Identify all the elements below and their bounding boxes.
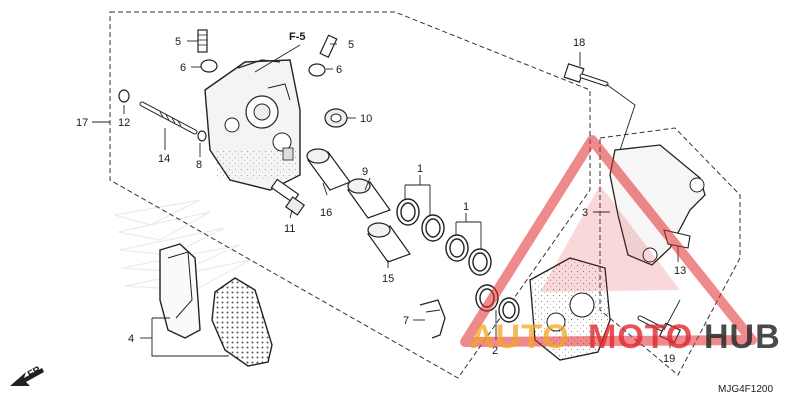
mounting-bolt-18 [563, 63, 609, 87]
callout-5-right: 5 [348, 39, 354, 51]
caliper-outer-half [529, 257, 611, 361]
piston-seal-set-upper [396, 198, 445, 242]
callout-17: 17 [76, 117, 88, 129]
front-direction-arrow: FR. [10, 363, 46, 386]
watermark-auto: AUTO [470, 318, 570, 356]
callout-18: 18 [573, 37, 585, 49]
callout-13: 12 [118, 117, 130, 129]
callout-12: 10 [360, 113, 372, 125]
washer [118, 89, 130, 103]
bleeder-cap-right [308, 63, 326, 77]
bleeder-screw-right [319, 34, 338, 58]
front-direction-label: FR. [26, 363, 46, 381]
watermark-moto: MOTO [588, 318, 693, 356]
callout-1-upper: 1 [417, 163, 423, 175]
brake-pad-rear [211, 277, 273, 367]
watermark-logo: AUTO MOTO HUB [460, 135, 781, 356]
section-reference: F-5 [289, 31, 306, 43]
piston-14 [367, 222, 411, 263]
pad-spring [419, 299, 446, 339]
pin-bolt [139, 101, 198, 135]
pad-pin-bolt [270, 178, 306, 216]
callout-5-left: 5 [175, 36, 181, 48]
dust-boot [324, 108, 348, 128]
small-bolt [197, 130, 207, 142]
callout-4: 4 [128, 333, 134, 345]
caliper-bracket [609, 144, 706, 266]
watermark-hub: HUB [704, 318, 781, 356]
bleeder-cap-left [200, 59, 218, 73]
callout-16: 16 [320, 207, 332, 219]
callout-7: 7 [403, 315, 409, 327]
callout-19: 19 [663, 353, 675, 365]
callout-labels: 5 6 5 6 12 17 14 8 10 9 16 11 15 1 1 7 2… [76, 31, 773, 395]
callout-6-right: 6 [336, 64, 342, 76]
drawing-code: MJG4F1200 [718, 384, 773, 395]
callout-1-lower: 1 [463, 201, 469, 213]
callout-15: 14 [158, 153, 170, 165]
callout-14: 15 [382, 273, 394, 285]
callout-11: 11 [284, 223, 295, 235]
callout-8: 8 [196, 159, 202, 171]
callout-6-left: 6 [180, 62, 186, 74]
callout-9: 13 [674, 265, 686, 277]
assembly-frame [109, 11, 591, 379]
callout-10: 9 [362, 166, 368, 178]
callout-3: 3 [582, 207, 588, 219]
leader-lines [92, 40, 681, 357]
bleeder-screw-left [197, 29, 208, 53]
piston-seal-set-lower [445, 234, 492, 276]
callout-2: 2 [492, 345, 498, 357]
piston-10 [347, 178, 391, 219]
caliper-body [204, 59, 301, 191]
piston-16 [306, 148, 351, 191]
brake-pad-front [159, 243, 201, 339]
